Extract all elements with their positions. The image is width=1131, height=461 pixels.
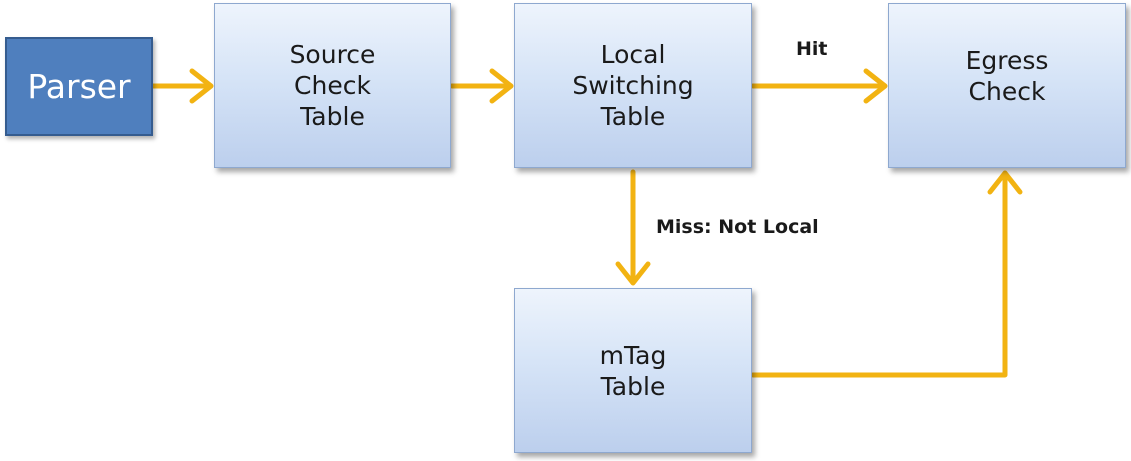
egress-check-node: Egress Check bbox=[888, 3, 1126, 168]
local-switching-table-node: Local Switching Table bbox=[514, 3, 752, 168]
source-check-table-node: Source Check Table bbox=[214, 3, 451, 168]
source-check-table-label: Source Check Table bbox=[289, 40, 376, 131]
mtag-table-label: mTag Table bbox=[599, 340, 667, 401]
parser-label: Parser bbox=[27, 67, 131, 106]
egress-check-label: Egress Check bbox=[965, 45, 1049, 106]
miss-edge-label: Miss: Not Local bbox=[656, 216, 819, 238]
parser-node: Parser bbox=[5, 37, 153, 136]
local-switching-table-label: Local Switching Table bbox=[572, 40, 694, 131]
hit-edge-label: Hit bbox=[796, 38, 828, 60]
mtag-table-node: mTag Table bbox=[514, 288, 752, 453]
arrow-source-to-local bbox=[449, 68, 514, 104]
arrow-local-to-egress-hit bbox=[750, 68, 888, 104]
arrow-local-to-mtag-miss bbox=[615, 169, 651, 286]
arrow-parser-to-source bbox=[150, 68, 214, 104]
arrow-mtag-to-egress bbox=[750, 170, 1023, 378]
